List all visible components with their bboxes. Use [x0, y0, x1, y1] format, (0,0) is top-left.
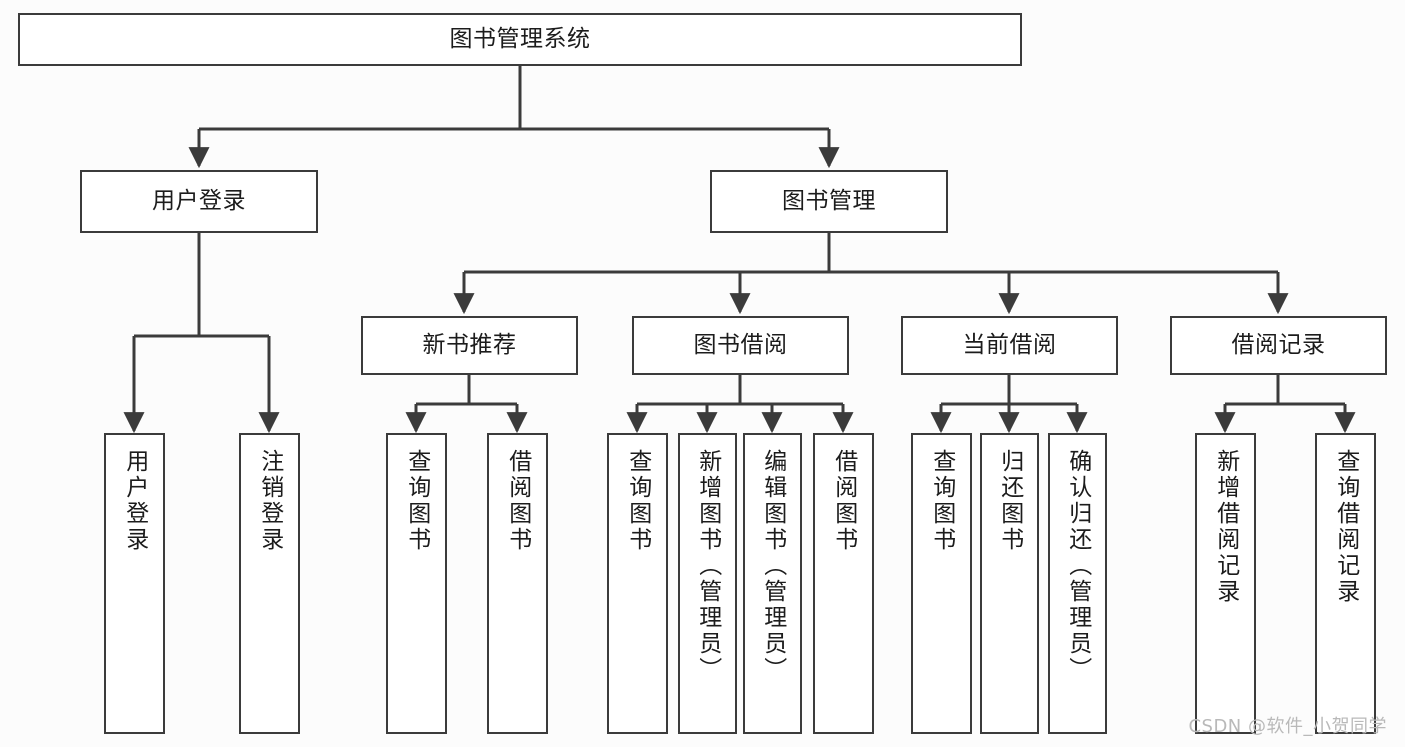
node-root-system[interactable]: 图书管理系统	[18, 13, 1022, 66]
leaf-borrow-book-borrow[interactable]: 借阅图书	[813, 433, 874, 734]
node-current-borrow[interactable]: 当前借阅	[901, 316, 1118, 375]
leaf-edit-book[interactable]: 编辑图书（管理员）	[743, 433, 802, 734]
leaf-user-login[interactable]: 用户登录	[104, 433, 165, 734]
node-label: 借阅图书	[504, 449, 531, 553]
node-label: 归还图书	[996, 449, 1023, 553]
node-user-login[interactable]: 用户登录	[80, 170, 318, 233]
node-label: 图书管理系统	[449, 25, 591, 52]
node-label: 新书推荐	[422, 331, 517, 358]
node-label: 查询图书	[624, 449, 651, 553]
leaf-query-book-borrow[interactable]: 查询图书	[607, 433, 668, 734]
node-label: 编辑图书（管理员）	[759, 449, 786, 683]
node-label: 借阅记录	[1231, 331, 1326, 358]
leaf-add-book[interactable]: 新增图书（管理员）	[678, 433, 737, 734]
node-label: 查询图书	[403, 449, 430, 553]
node-book-management[interactable]: 图书管理	[710, 170, 948, 233]
node-label: 注销登录	[256, 449, 283, 553]
csdn-watermark: CSDN @软件_小贺同学	[1188, 716, 1387, 737]
node-label: 图书借阅	[693, 331, 788, 358]
node-label: 查询图书	[928, 449, 955, 553]
leaf-borrow-book-recommend[interactable]: 借阅图书	[487, 433, 548, 734]
node-label: 新增借阅记录	[1212, 449, 1239, 605]
node-label: 新增图书（管理员）	[694, 449, 721, 683]
leaf-confirm-return[interactable]: 确认归还（管理员）	[1048, 433, 1107, 734]
node-label: 查询借阅记录	[1332, 449, 1359, 605]
node-borrow-record[interactable]: 借阅记录	[1170, 316, 1387, 375]
leaf-logout-login[interactable]: 注销登录	[239, 433, 300, 734]
node-label: 借阅图书	[830, 449, 857, 553]
node-label: 图书管理	[782, 187, 876, 214]
leaf-query-book-current[interactable]: 查询图书	[911, 433, 972, 734]
leaf-query-book-recommend[interactable]: 查询图书	[386, 433, 447, 734]
leaf-add-borrow-record[interactable]: 新增借阅记录	[1195, 433, 1256, 734]
node-label: 用户登录	[121, 449, 148, 553]
node-new-book-recommend[interactable]: 新书推荐	[361, 316, 578, 375]
node-label: 当前借阅	[962, 331, 1057, 358]
leaf-query-borrow-record[interactable]: 查询借阅记录	[1315, 433, 1376, 734]
leaf-return-book[interactable]: 归还图书	[980, 433, 1039, 734]
node-label: 确认归还（管理员）	[1064, 449, 1091, 683]
node-label: 用户登录	[152, 187, 246, 214]
node-book-borrow[interactable]: 图书借阅	[632, 316, 849, 375]
